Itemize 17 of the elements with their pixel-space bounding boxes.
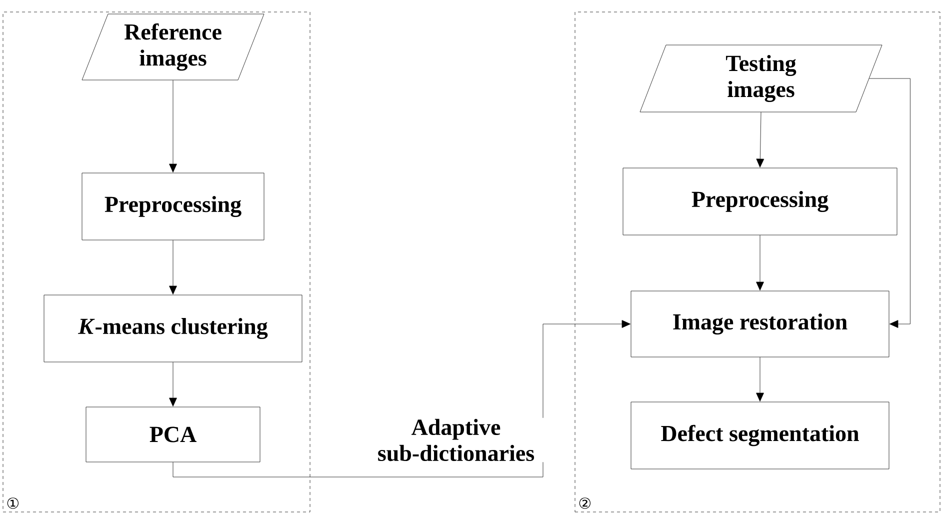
arrow xyxy=(756,235,764,290)
arrow xyxy=(869,78,910,328)
input-parallelogram: Reference images xyxy=(82,14,264,80)
arrow xyxy=(169,240,177,294)
arrow xyxy=(169,362,177,406)
process-box: Image restoration xyxy=(630,290,890,358)
process-box: Preprocessing xyxy=(82,172,264,240)
arrow xyxy=(756,357,764,402)
arrow xyxy=(756,112,764,168)
process-box: Defect segmentation xyxy=(630,402,890,470)
process-box: K-means clustering xyxy=(44,294,302,362)
process-box: PCA xyxy=(86,406,260,462)
arrow xyxy=(169,80,177,172)
arrow xyxy=(172,320,631,478)
edge-label: Adaptive sub-dictionaries xyxy=(368,418,544,462)
process-box: Preprocessing xyxy=(622,168,898,236)
input-parallelogram: Testing images xyxy=(640,44,882,112)
